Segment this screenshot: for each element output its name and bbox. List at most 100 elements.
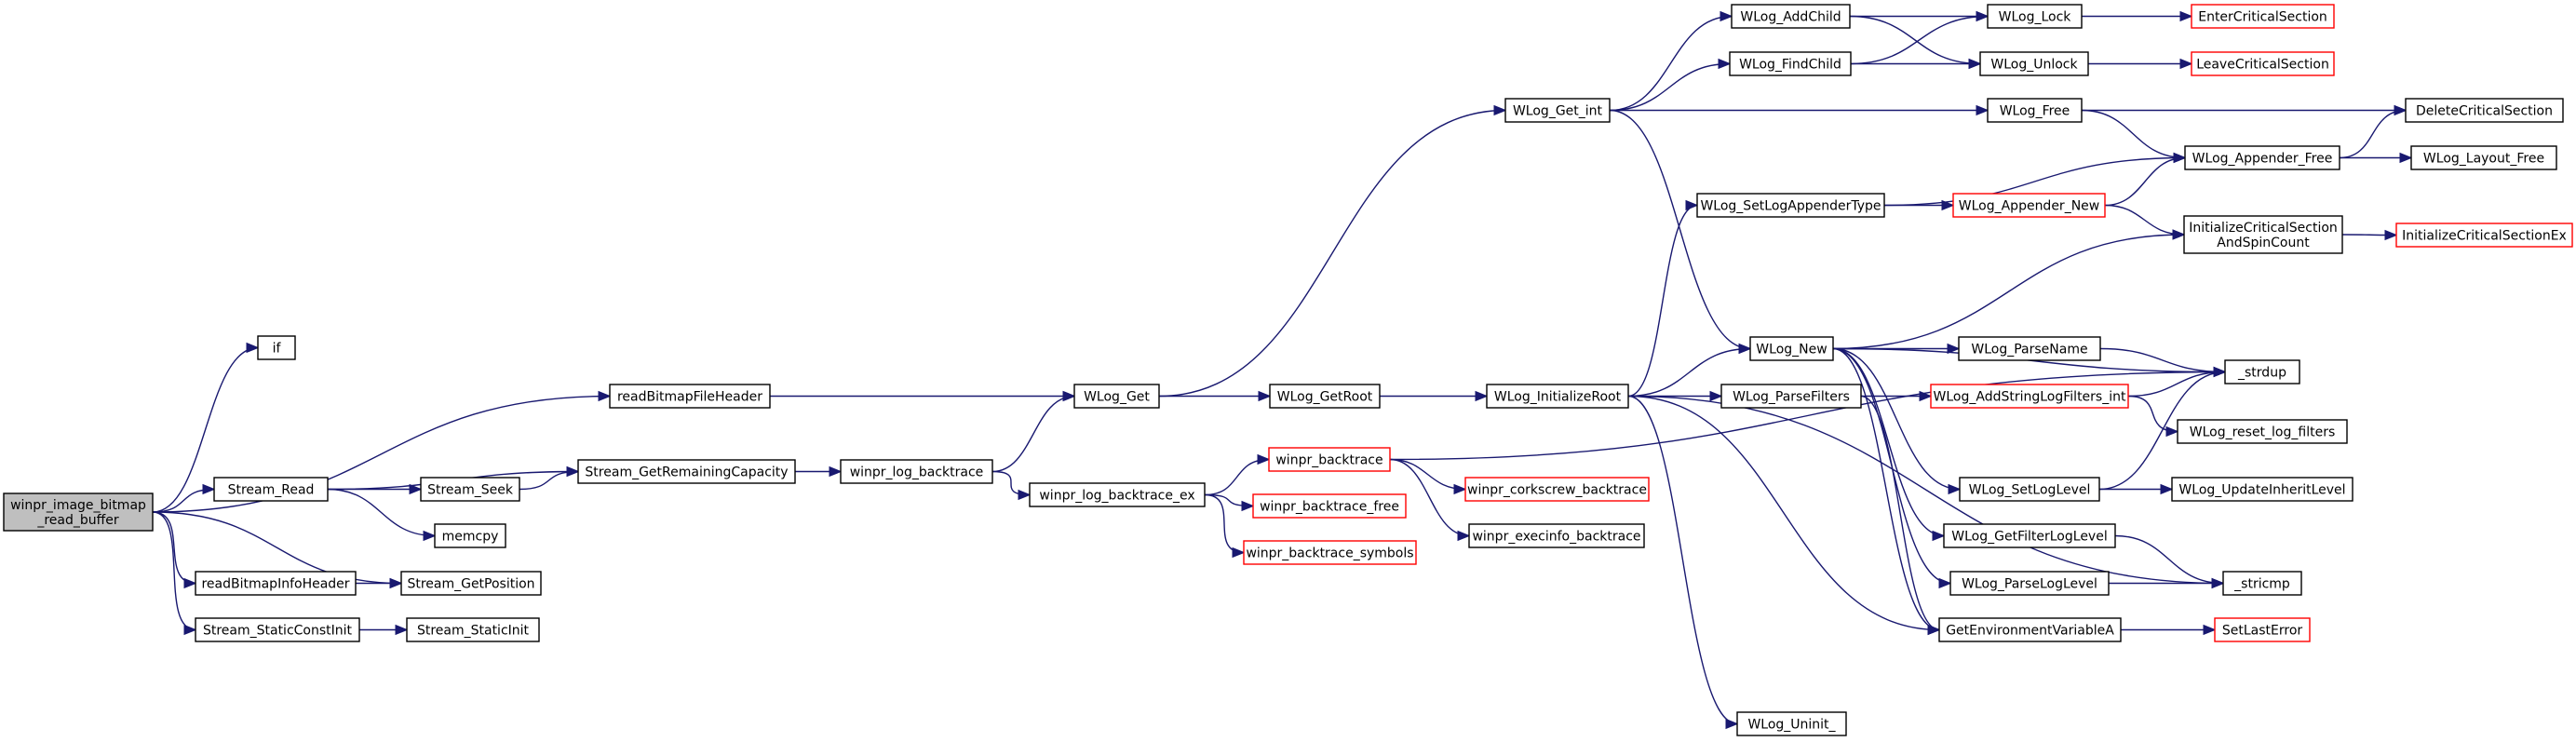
node-box: [1504, 98, 1611, 123]
node-label: WLog_Appender_New: [1959, 199, 2099, 214]
edge-wlog-initialize-root-to-get-environment-variable-a: [1627, 395, 1939, 630]
node-box: [406, 617, 540, 642]
node-initialize-critical-section-ex[interactable]: InitializeCriticalSectionEx: [2395, 223, 2573, 248]
node-box: [1938, 617, 2122, 642]
node-wlog-layout-free[interactable]: WLog_Layout_Free: [2410, 145, 2557, 170]
edge-root-to-read-bitmap-file-header: [152, 397, 610, 513]
node-wlog-update-inherit-level[interactable]: WLog_UpdateInheritLevel: [2171, 477, 2353, 502]
node-root[interactable]: winpr_image_bitmap_read_buffer: [3, 492, 154, 532]
node-label: WLog_Get: [1084, 390, 1150, 405]
node-box: [2222, 571, 2302, 596]
node-wlog-set-log-appender-type[interactable]: WLog_SetLogAppenderType: [1696, 193, 1885, 218]
node-wlog-get-int[interactable]: WLog_Get_int: [1504, 98, 1611, 123]
node-wlog-get-root[interactable]: WLog_GetRoot: [1269, 384, 1381, 409]
edge-wlog-get-filter-log-level-to-stricmp: [2114, 534, 2223, 584]
node-box: [1979, 51, 2089, 76]
node-box: [257, 335, 296, 360]
node-enter-critical-section[interactable]: EnterCriticalSection: [2191, 4, 2335, 29]
edge-line: [152, 511, 196, 584]
edge-line: [1883, 158, 2185, 207]
node-box: [1243, 540, 1417, 565]
node-wlog-find-child[interactable]: WLog_FindChild: [1729, 51, 1852, 76]
node-box: [195, 571, 357, 596]
node-wlog-parse-filters[interactable]: WLog_ParseFilters: [1720, 384, 1862, 409]
node-label: WLog_SetLogAppenderType: [1700, 199, 1881, 214]
node-stream-read[interactable]: Stream_Read: [213, 477, 329, 502]
node-label: winpr_execinfo_backtrace: [1472, 530, 1640, 545]
edge-line: [2127, 395, 2178, 432]
edge-line: [1609, 64, 1730, 112]
node-wlog-add-string-log-filters-int[interactable]: WLog_AddStringLogFilters_int: [1930, 384, 2129, 409]
node-label: WLog_Lock: [1999, 10, 2072, 25]
node-wlog-reset-log-filters[interactable]: WLog_reset_log_filters: [2177, 419, 2348, 444]
node-label: WLog_Appender_Free: [2192, 152, 2333, 167]
node-wlog-unlock[interactable]: WLog_Unlock: [1979, 51, 2089, 76]
node-stream-get-position[interactable]: Stream_GetPosition: [400, 571, 542, 596]
node-winpr-log-backtrace-ex[interactable]: winpr_log_backtrace_ex: [1029, 482, 1206, 507]
node-label: winpr_backtrace_free: [1260, 500, 1399, 515]
node-box: [2183, 215, 2343, 254]
edge-line: [152, 511, 196, 630]
node-wlog-free[interactable]: WLog_Free: [1987, 98, 2083, 123]
node-delete-critical-section[interactable]: DeleteCriticalSection: [2405, 98, 2564, 123]
edge-line: [1832, 347, 1939, 630]
node-box: [1959, 477, 2100, 502]
node-label: WLog_Free: [2000, 104, 2070, 119]
node-winpr-backtrace-free[interactable]: winpr_backtrace_free: [1252, 493, 1407, 519]
node-box: [1269, 384, 1381, 409]
edge-root-to-read-bitmap-info-header: [152, 511, 196, 584]
node-label: readBitmapFileHeader: [617, 390, 762, 405]
node-set-last-error[interactable]: SetLastError: [2214, 617, 2311, 642]
node-label: winpr_log_backtrace: [850, 465, 984, 480]
node-label: WLog_InitializeRoot: [1494, 390, 1622, 405]
node-stream-static-init[interactable]: Stream_StaticInit: [406, 617, 540, 642]
node-wlog-new[interactable]: WLog_New: [1749, 336, 1834, 361]
node-box: [420, 477, 520, 502]
node-wlog-uninit-[interactable]: WLog_Uninit_: [1736, 711, 1847, 736]
edge-wlog-new-to-wlog-get-filter-log-level: [1832, 347, 1944, 536]
node-get-environment-variable-a[interactable]: GetEnvironmentVariableA: [1938, 617, 2122, 642]
edge-line: [1832, 235, 2184, 350]
node-stream-seek[interactable]: Stream_Seek: [420, 477, 520, 502]
node-box: [1943, 523, 2116, 548]
node-read-bitmap-info-header[interactable]: readBitmapInfoHeader: [195, 571, 357, 596]
edge-wlog-initialize-root-to-wlog-set-log-appender-type: [1627, 206, 1698, 398]
node-winpr-corkscrew-backtrace[interactable]: winpr_corkscrew_backtrace: [1464, 477, 1650, 502]
node-memcpy[interactable]: memcpy: [434, 523, 506, 548]
node-wlog-parse-log-level[interactable]: WLog_ParseLogLevel: [1949, 571, 2110, 596]
node-box: [1952, 193, 2106, 218]
edge-root-to-stream-static-const-init: [152, 511, 196, 630]
node-box: [434, 523, 506, 548]
node-box: [2191, 4, 2335, 29]
node-stream-static-const-init[interactable]: Stream_StaticConstInit: [195, 617, 360, 642]
node-wlog-get[interactable]: WLog_Get: [1073, 384, 1160, 409]
node-wlog-set-log-level[interactable]: WLog_SetLogLevel: [1959, 477, 2100, 502]
node-label: WLog_Unlock: [1990, 58, 2078, 73]
node-stream-get-remaining-capacity[interactable]: Stream_GetRemainingCapacity: [577, 459, 796, 484]
edge-winpr-backtrace-to-winpr-corkscrew-backtrace: [1389, 458, 1465, 490]
node-read-bitmap-file-header[interactable]: readBitmapFileHeader: [609, 384, 771, 409]
node-wlog-appender-free[interactable]: WLog_Appender_Free: [2184, 145, 2340, 170]
node-winpr-log-backtrace[interactable]: winpr_log_backtrace: [840, 459, 993, 484]
node-wlog-get-filter-log-level[interactable]: WLog_GetFilterLogLevel: [1943, 523, 2116, 548]
node-if-node[interactable]: if: [257, 335, 296, 360]
node-wlog-parse-name[interactable]: WLog_ParseName: [1958, 336, 2101, 361]
node-label: _read_buffer: [36, 513, 119, 528]
node-leave-critical-section[interactable]: LeaveCriticalSection: [2191, 51, 2335, 76]
node-winpr-backtrace[interactable]: winpr_backtrace: [1268, 447, 1391, 472]
node-box: [2395, 223, 2573, 248]
node-wlog-add-child[interactable]: WLog_AddChild: [1731, 4, 1851, 29]
node-strdup[interactable]: _strdup: [2224, 359, 2300, 384]
node-wlog-initialize-root[interactable]: WLog_InitializeRoot: [1486, 384, 1629, 409]
edge-line: [1609, 109, 1750, 349]
node-wlog-appender-new[interactable]: WLog_Appender_New: [1952, 193, 2106, 218]
node-wlog-lock[interactable]: WLog_Lock: [1987, 4, 2083, 29]
edge-line: [1389, 458, 1465, 490]
node-label: _stricmp: [2233, 577, 2290, 592]
node-stricmp[interactable]: _stricmp: [2222, 571, 2302, 596]
node-box: [2224, 359, 2300, 384]
node-winpr-execinfo-backtrace[interactable]: winpr_execinfo_backtrace: [1468, 523, 1645, 548]
node-winpr-backtrace-symbols[interactable]: winpr_backtrace_symbols: [1243, 540, 1417, 565]
edge-line: [2098, 372, 2225, 491]
